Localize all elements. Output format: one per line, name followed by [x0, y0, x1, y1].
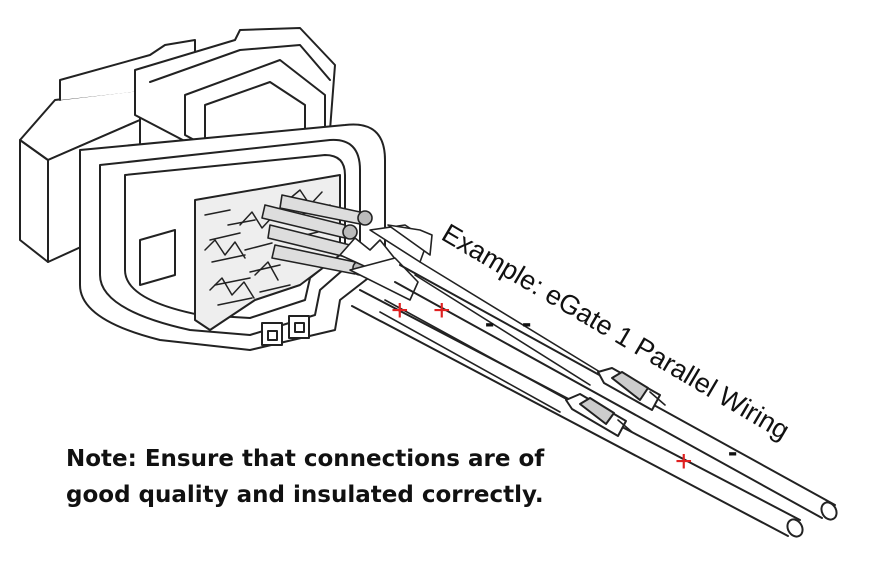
plus-mark-2: +: [433, 294, 451, 327]
note-line-2: good quality and insulated correctly.: [66, 482, 544, 508]
plus-mark-1: +: [391, 294, 409, 327]
terminals: [261, 194, 433, 301]
minus-mark-2: -: [522, 307, 532, 338]
minus-mark-1: -: [485, 307, 495, 338]
connector-housing: [19, 27, 386, 351]
minus-mark-3: -: [728, 436, 738, 467]
plus-mark-3: +: [675, 445, 693, 478]
note-text: Note: Ensure that connections are of goo…: [66, 441, 544, 513]
note-line-1: Note: Ensure that connections are of: [66, 446, 545, 472]
wires: [351, 261, 838, 538]
